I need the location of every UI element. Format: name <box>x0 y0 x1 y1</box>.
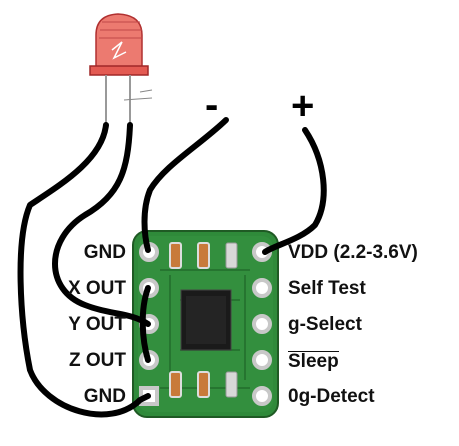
left-pin-label: GND <box>83 242 126 263</box>
plus-sign: + <box>291 84 315 128</box>
left-pin-label: Y OUT <box>68 314 126 335</box>
chip-icon <box>180 289 232 351</box>
minus-sign: - <box>205 83 219 127</box>
capacitor-icon <box>169 242 238 398</box>
right-pin-label: Self Test <box>288 278 366 299</box>
wires <box>17 117 327 418</box>
left-pin-label: GND <box>83 386 126 407</box>
right-pin-label: 0g-Detect <box>288 386 375 407</box>
left-pin-label: X OUT <box>67 278 126 299</box>
right-pin-label: VDD (2.2-3.6V) <box>288 242 418 263</box>
right-pin-label: g-Select <box>288 314 362 335</box>
led-icon <box>89 13 153 125</box>
right-pin-label: Sleep <box>288 351 339 372</box>
left-pin-label: Z OUT <box>69 350 126 371</box>
